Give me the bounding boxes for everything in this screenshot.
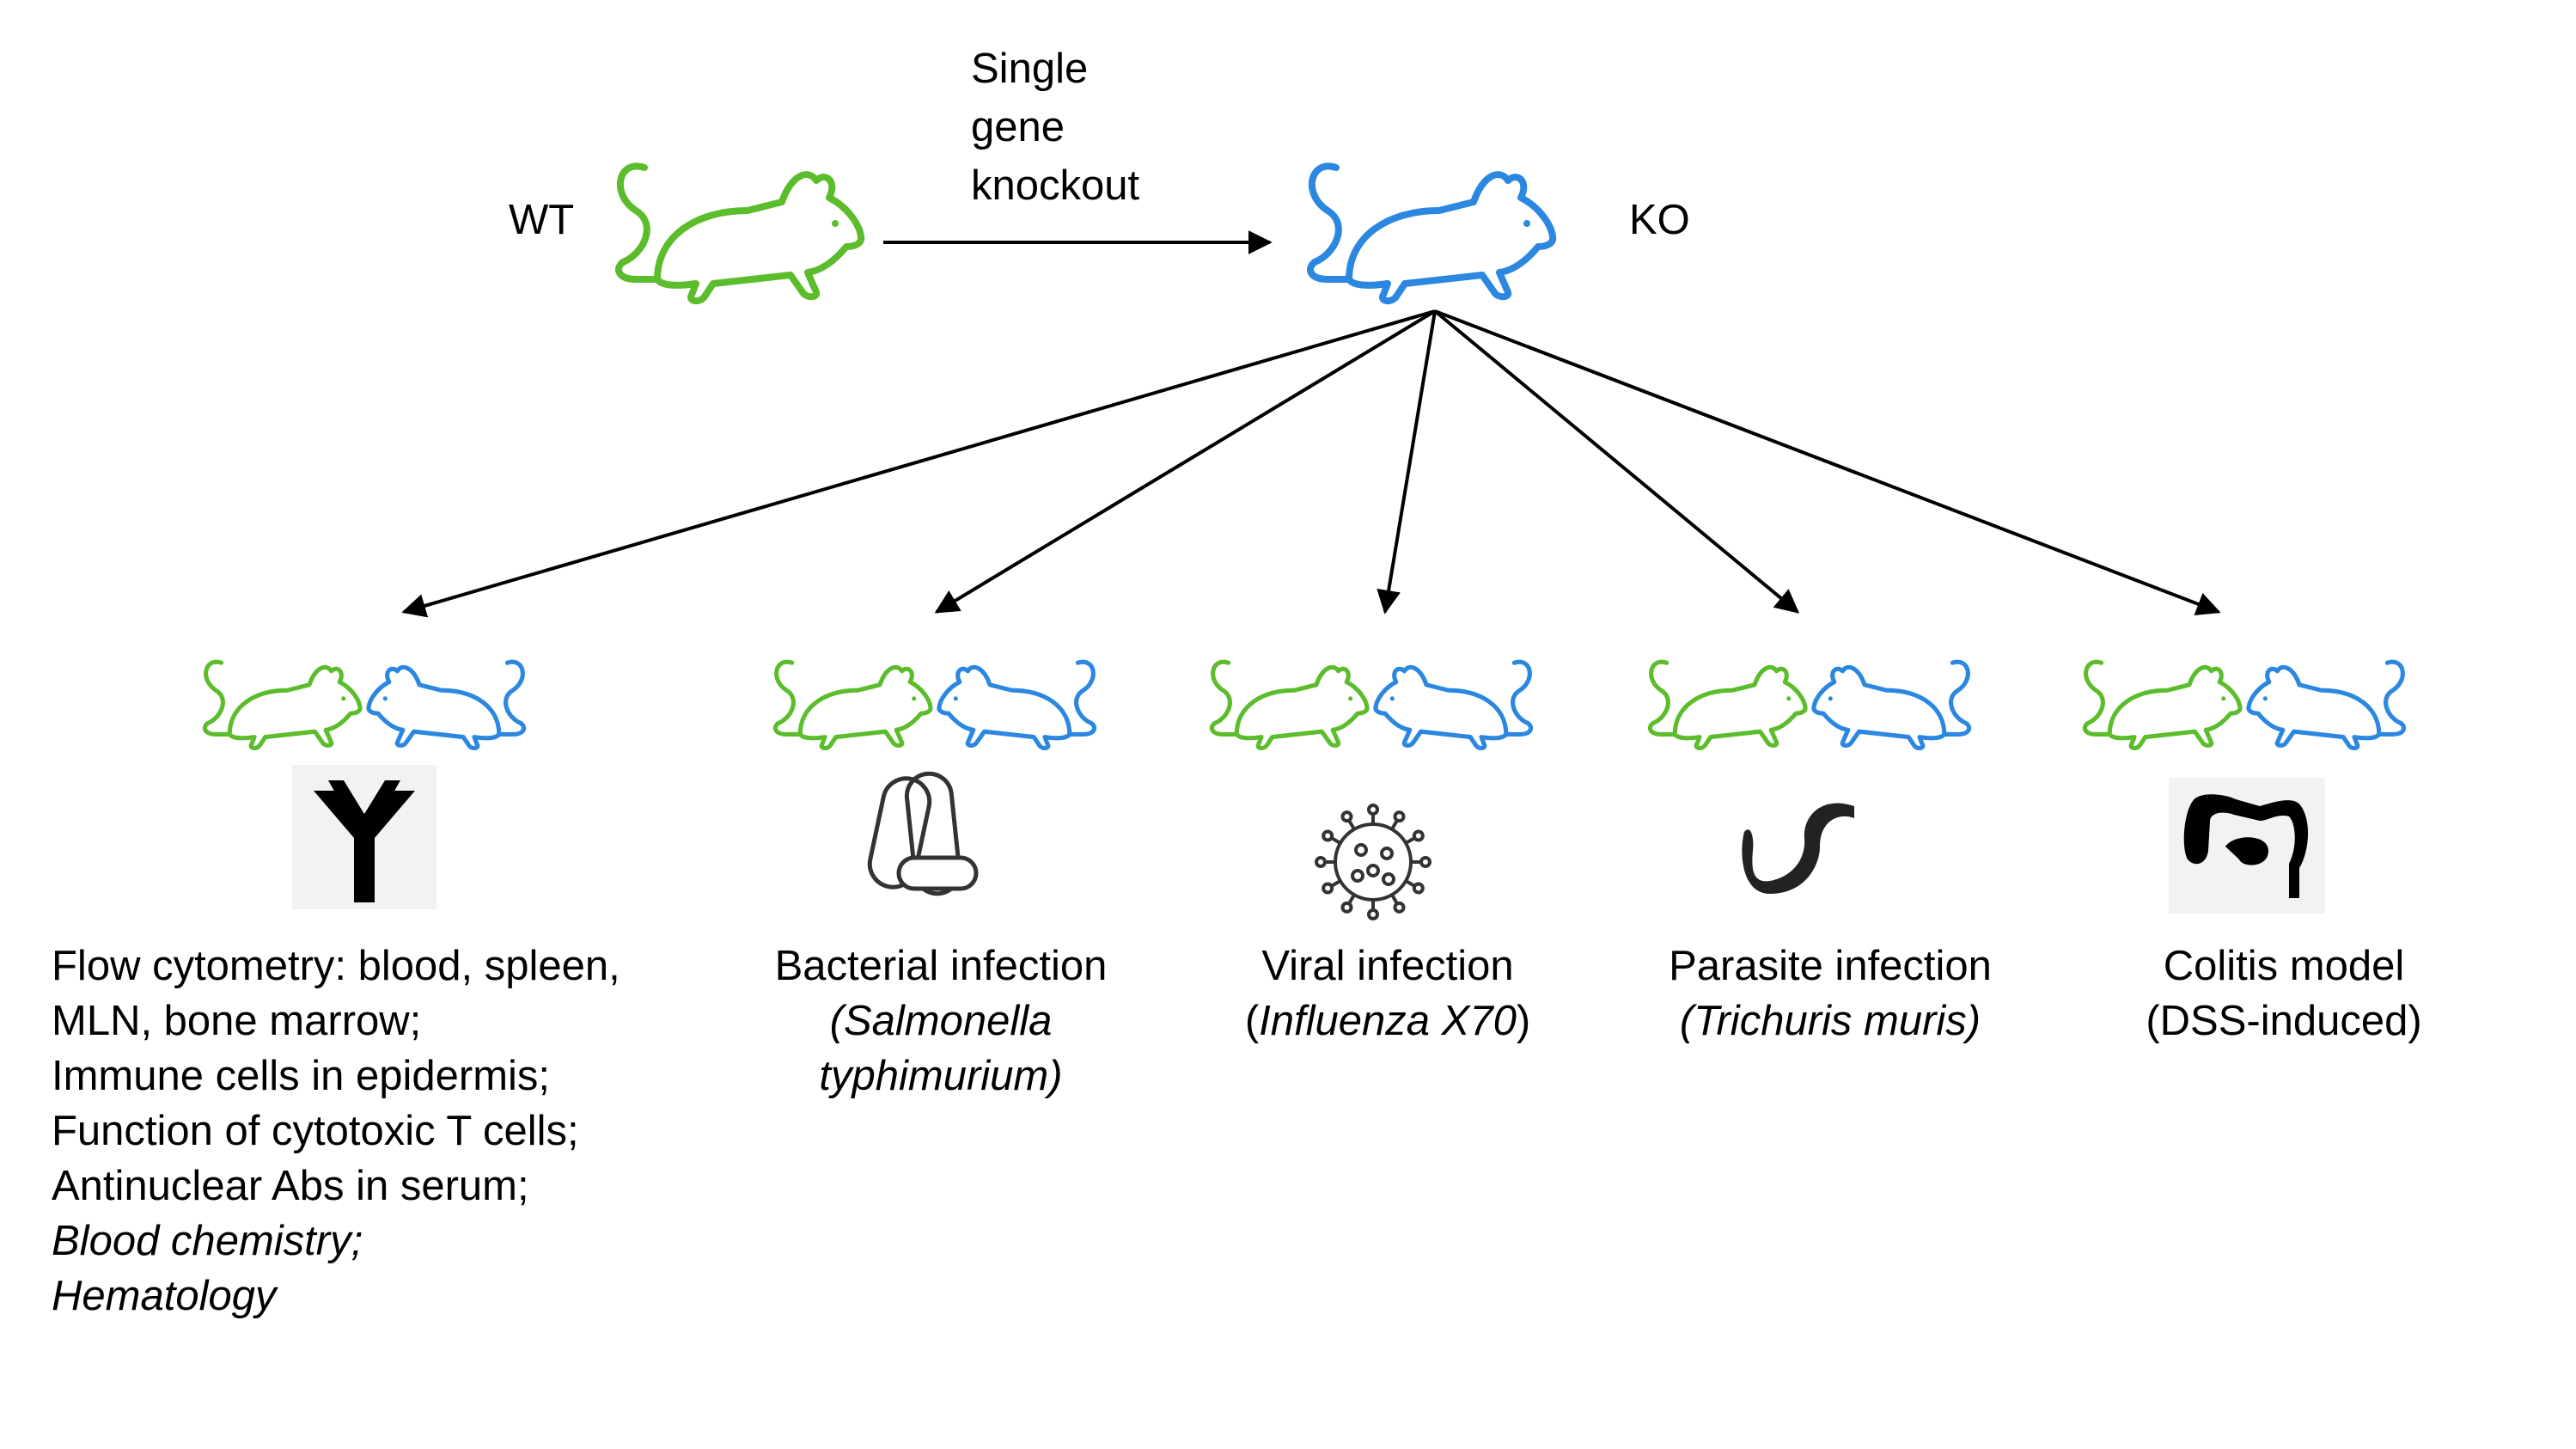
- ko-mouse-small-icon: [1814, 662, 1969, 748]
- fan-arrow: [1377, 310, 1437, 614]
- caption-line: Flow cytometry: blood, spleen,: [52, 943, 620, 989]
- wt-mouse-shape: [619, 166, 861, 301]
- caption-line: typhimurium): [819, 1053, 1063, 1099]
- panel-caption-flow-cytometry: Flow cytometry: blood, spleen, MLN, bone …: [52, 938, 620, 1324]
- worm-icon: [1742, 803, 1854, 894]
- caption-line: Immune cells in epidermis;: [52, 1053, 551, 1099]
- caption-line: Blood chemistry;: [52, 1218, 363, 1264]
- mouse-pair: [204, 662, 523, 748]
- mouse-pair: [775, 662, 1094, 748]
- ko-mouse-small-icon: [1376, 662, 1531, 748]
- wt-mouse-small-icon: [1212, 662, 1367, 748]
- caption-line: MLN, bone marrow;: [52, 998, 422, 1044]
- ko-mouse-small-icon: [2249, 662, 2404, 748]
- caption-line: (Influenza X70): [1181, 994, 1594, 1049]
- panel-icons: [292, 765, 2325, 920]
- ko-mouse-small-icon: [369, 662, 524, 748]
- wt-mouse-small-icon: [204, 662, 360, 748]
- antibody-icon: [292, 765, 436, 909]
- wt-mouse-small-icon: [1650, 662, 1805, 748]
- mouse-pair: [1212, 662, 1530, 748]
- mouse-pair: [2085, 662, 2403, 748]
- panel-caption-parasite: Parasite infection (Trichuris muris): [1624, 938, 2036, 1049]
- virus-icon: [1315, 804, 1431, 920]
- fan-arrow: [1434, 309, 2221, 616]
- wt-mouse-icon: [619, 166, 861, 301]
- caption-line: Bacterial infection: [774, 943, 1108, 989]
- bacteria-icon: [867, 771, 979, 896]
- arrow-label-line: knockout: [971, 162, 1140, 209]
- intestine-icon: [2169, 778, 2325, 914]
- caption-line: Function of cytotoxic T cells;: [52, 1108, 579, 1154]
- caption-line: Hematology: [52, 1273, 277, 1319]
- caption-part: Influenza X70: [1259, 998, 1517, 1044]
- arrow-label-line: Single: [971, 46, 1089, 92]
- caption-line: Antinuclear Abs in serum;: [52, 1163, 529, 1209]
- caption-part: (: [1244, 998, 1260, 1044]
- ko-mouse-shape: [1310, 166, 1553, 301]
- wt-mouse-small-icon: [2085, 662, 2240, 748]
- caption-line: (DSS-induced): [2146, 998, 2422, 1044]
- ko-mouse-small-icon: [939, 662, 1095, 748]
- fan-arrow: [1433, 309, 1800, 614]
- caption-part: ): [1516, 998, 1531, 1044]
- panel-caption-colitis: Colitis model (DSS-induced): [2078, 938, 2490, 1049]
- mouse-pairs: [204, 662, 2403, 748]
- knockout-arrow-label: Single gene knockout: [971, 40, 1139, 215]
- panel-caption-bacterial: Bacterial infection (Salmonella typhimuriu…: [735, 938, 1147, 1104]
- caption-line: (Salmonella: [829, 998, 1053, 1044]
- ko-mouse-icon: [1310, 166, 1553, 301]
- arrow-label-line: gene: [971, 104, 1065, 150]
- caption-line: Colitis model: [2163, 943, 2405, 989]
- caption-line: Viral infection: [1261, 943, 1514, 989]
- fan-arrow: [401, 309, 1436, 618]
- mouse-pair: [1650, 662, 1969, 748]
- fan-arrow: [934, 309, 1437, 614]
- fan-arrows: [401, 309, 2221, 618]
- panel-caption-viral: Viral infection(Influenza X70): [1181, 938, 1594, 1049]
- wt-mouse-small-icon: [775, 662, 931, 748]
- wt-label: WT: [509, 197, 575, 243]
- caption-line: (Trichuris muris): [1679, 998, 1981, 1044]
- ko-label: KO: [1629, 197, 1690, 243]
- caption-line: Parasite infection: [1669, 943, 1992, 989]
